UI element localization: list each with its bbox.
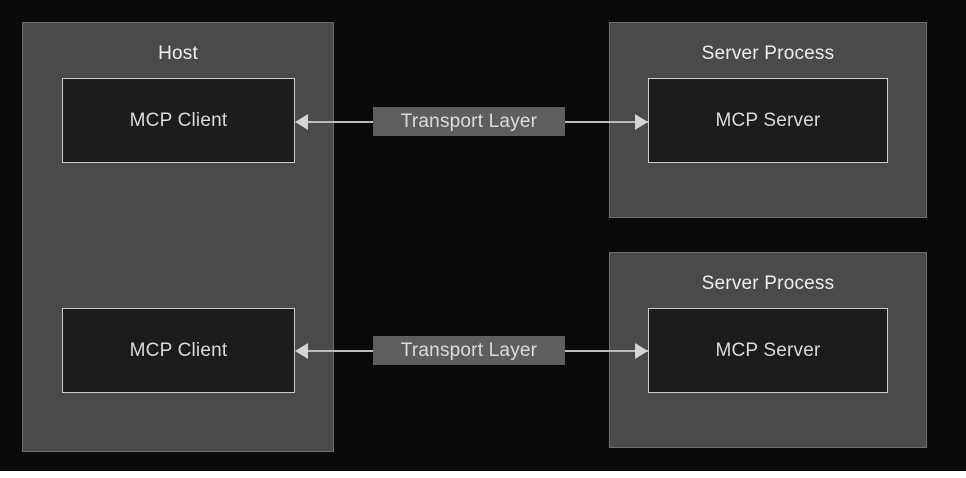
server-process-title-2: Server Process [701, 273, 835, 294]
mcp-client-box-1[interactable]: MCP Client [62, 78, 295, 163]
host-title: Host [158, 43, 198, 64]
mcp-server-label-1: MCP Server [715, 109, 821, 131]
mcp-client-box-2[interactable]: MCP Client [62, 308, 295, 393]
transport-arrowhead-left-1 [295, 114, 308, 130]
server-process-title-1: Server Process [701, 43, 835, 64]
mcp-client-label-1: MCP Client [129, 109, 228, 131]
transport-layer-text-1: Transport Layer [400, 110, 538, 132]
transport-arrowhead-right-1 [635, 114, 648, 130]
transport-layer-text-2: Transport Layer [400, 339, 538, 361]
transport-arrowhead-left-2 [295, 343, 308, 359]
transport-layer-label-2: Transport Layer [373, 336, 565, 365]
transport-layer-label-1: Transport Layer [373, 107, 565, 136]
mcp-server-box-2[interactable]: MCP Server [648, 308, 888, 393]
mcp-client-label-2: MCP Client [129, 339, 228, 361]
transport-arrowhead-right-2 [635, 343, 648, 359]
mcp-server-box-1[interactable]: MCP Server [648, 78, 888, 163]
mcp-server-label-2: MCP Server [715, 339, 821, 361]
